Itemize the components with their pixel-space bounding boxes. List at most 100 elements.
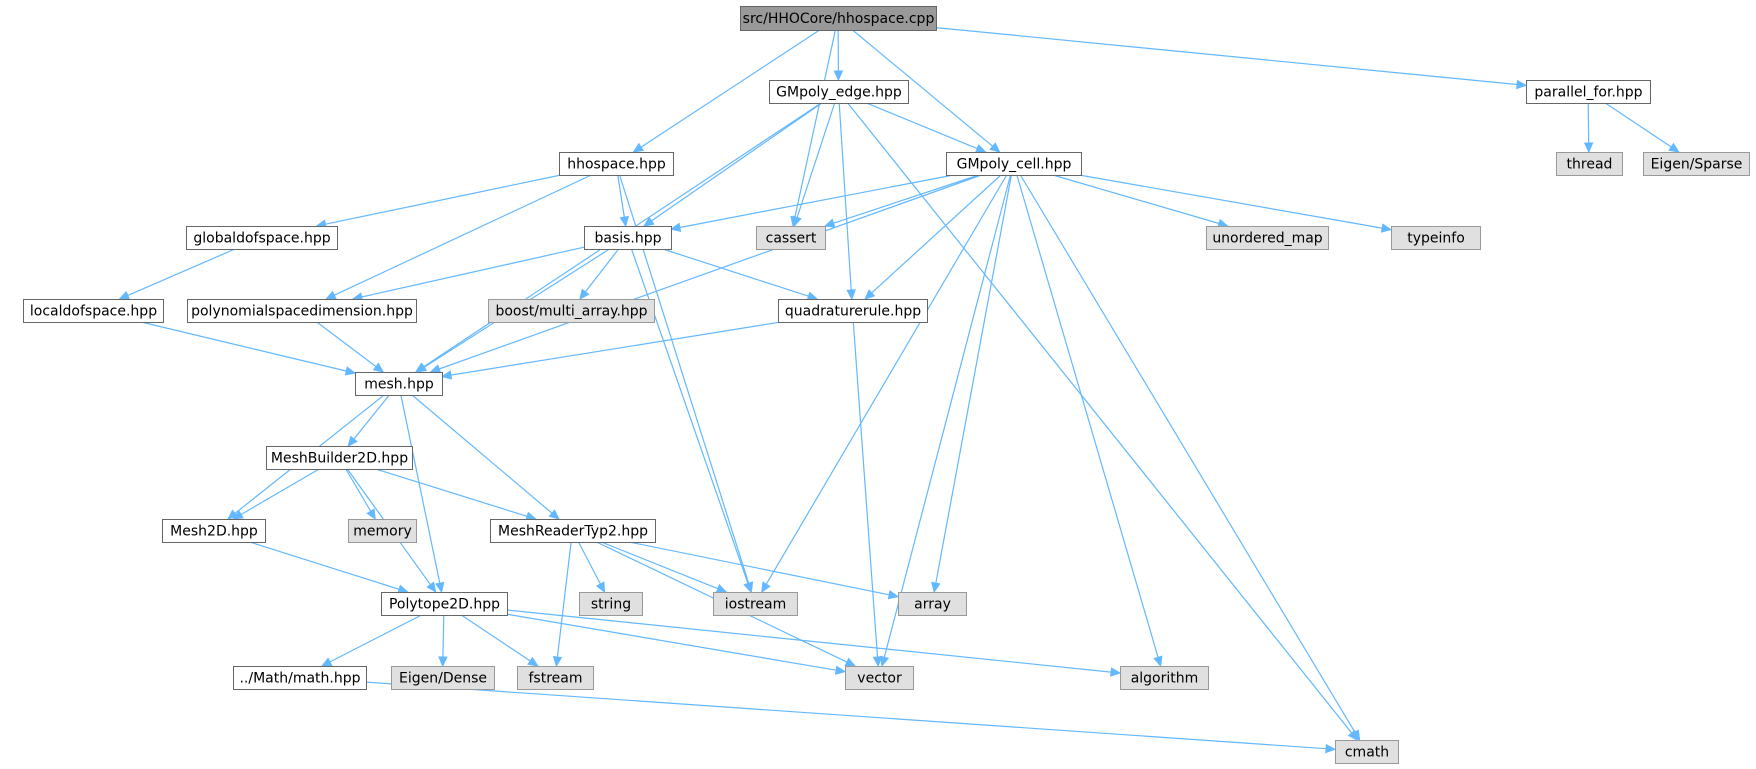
arrowhead-icon [1583,142,1594,154]
edge-root-to-gmpoly_edge [833,29,844,82]
arrowhead-icon [232,510,244,520]
node-cassert: cassert [756,226,826,250]
edge-line [506,613,837,671]
edge-line [1078,174,1383,229]
node-root[interactable]: src/HHOCore/hhospace.cpp [740,6,937,31]
edge-line [794,29,836,218]
node-mesh2d[interactable]: Mesh2D.hpp [162,519,266,543]
edge-gmpoly_cell-to-algorithm [1016,174,1163,668]
node-parallel_for[interactable]: parallel_for.hpp [1526,80,1651,104]
edge-localdofspace-to-mesh [140,321,357,376]
node-box [1335,740,1399,764]
edge-gmpoly_edge-to-basis [643,102,823,227]
arrowhead-icon [669,222,682,233]
edge-gmpoly_cell-to-basis [669,174,954,233]
node-label: vector [857,671,902,687]
edge-line [460,614,531,662]
node-meshbuilder2d[interactable]: MeshBuilder2D.hpp [266,446,413,470]
edge-root-to-hhospace [632,29,821,153]
arrowhead-icon [344,366,357,376]
edge-hhospace-to-basis [617,174,629,228]
node-label: GMpoly_edge.hpp [776,85,902,101]
node-label: parallel_for.hpp [1534,85,1642,101]
edge-gmpoly_edge-to-quadraturerule [838,102,856,301]
arrowhead-icon [989,142,1001,153]
arrowhead-icon [1110,667,1122,677]
node-globaldofspace[interactable]: globaldofspace.hpp [186,226,338,250]
node-memory: memory [348,519,417,543]
edge-line [765,174,1008,585]
edge-mesh-to-meshreadertyp2 [411,394,560,520]
node-localdofspace[interactable]: localdofspace.hpp [23,299,164,323]
edge-gmpoly_cell-to-vector [879,174,1012,668]
arrowhead-icon [429,364,442,374]
edge-line [316,321,377,368]
edge-hhospace-to-polyspacedim [324,174,592,300]
edge-line [662,248,809,297]
edge-gmpoly_cell-to-array [931,174,1012,594]
node-typeinfo: typeinfo [1391,226,1481,250]
edge-line [796,102,836,218]
node-polytope2d[interactable]: Polytope2D.hpp [381,592,508,616]
node-gmpoly_cell[interactable]: GMpoly_cell.hpp [946,152,1082,176]
node-quadraturerule[interactable]: quadraturerule.hpp [778,299,928,323]
edge-line [329,614,422,663]
edge-line [249,541,400,590]
edge-quadraturerule-to-vector [852,321,883,668]
node-mesh[interactable]: mesh.hpp [355,372,443,396]
edge-mesh-to-meshbuilder2d [347,394,390,447]
arrowhead-icon [426,581,437,594]
node-box [1556,152,1623,176]
node-gmpoly_edge[interactable]: GMpoly_edge.hpp [769,80,909,104]
edge-meshbuilder2d-to-meshreadertyp2 [375,468,537,521]
node-label: hhospace.hpp [567,157,666,173]
node-box [517,666,594,690]
edge-hhospace-to-globaldofspace [315,174,562,229]
arrowhead-icon [525,511,537,521]
arrowhead-icon [366,508,376,521]
edge-basis-to-boost_multi_array [579,248,620,300]
edge-line [584,248,620,293]
node-iostream: iostream [713,592,798,616]
edge-root-to-cassert [790,29,836,228]
edge-line [400,394,441,584]
node-box [391,666,495,690]
edge-line [334,174,592,296]
edge-line [852,29,994,147]
node-eigen_sparse: Eigen/Sparse [1643,152,1750,176]
node-unordered_map: unordered_map [1206,226,1329,250]
arrowhead-icon [806,291,819,301]
arrowhead-icon [1668,142,1680,153]
edge-line [833,174,979,224]
edge-line [442,614,445,658]
arrowhead-icon [632,142,645,153]
node-label: typeinfo [1407,231,1465,247]
edge-line [866,102,978,150]
arrowhead-icon [552,656,563,668]
node-string: string [579,592,643,616]
node-box [490,519,656,543]
edge-meshreadertyp2-to-array [628,541,900,600]
edge-line [577,541,601,585]
node-hhospace[interactable]: hhospace.hpp [559,152,674,176]
arrowhead-icon [595,581,606,594]
edge-line [411,394,553,514]
node-cmath: cmath [1335,740,1399,764]
node-label: globaldofspace.hpp [193,231,330,247]
arrowhead-icon [619,215,629,228]
edge-line [240,468,320,516]
node-meshreadertyp2[interactable]: MeshReaderTyp2.hpp [490,519,656,543]
edge-line [345,468,372,512]
edge-meshreadertyp2-to-fstream [552,541,572,668]
node-math[interactable]: ../Math/math.hpp [233,666,367,690]
node-polyspacedim[interactable]: polynomialspacedimension.hpp [187,299,417,323]
arrowhead-icon [643,216,655,227]
arrowhead-icon [823,218,836,228]
edge-gmpoly_cell-to-unordered_map [1052,174,1229,228]
node-basis[interactable]: basis.hpp [584,226,672,250]
arrowhead-icon [1325,743,1337,754]
arrowhead-icon [320,657,333,667]
node-label: fstream [529,671,583,687]
edge-polytope2d-to-math [320,614,422,667]
